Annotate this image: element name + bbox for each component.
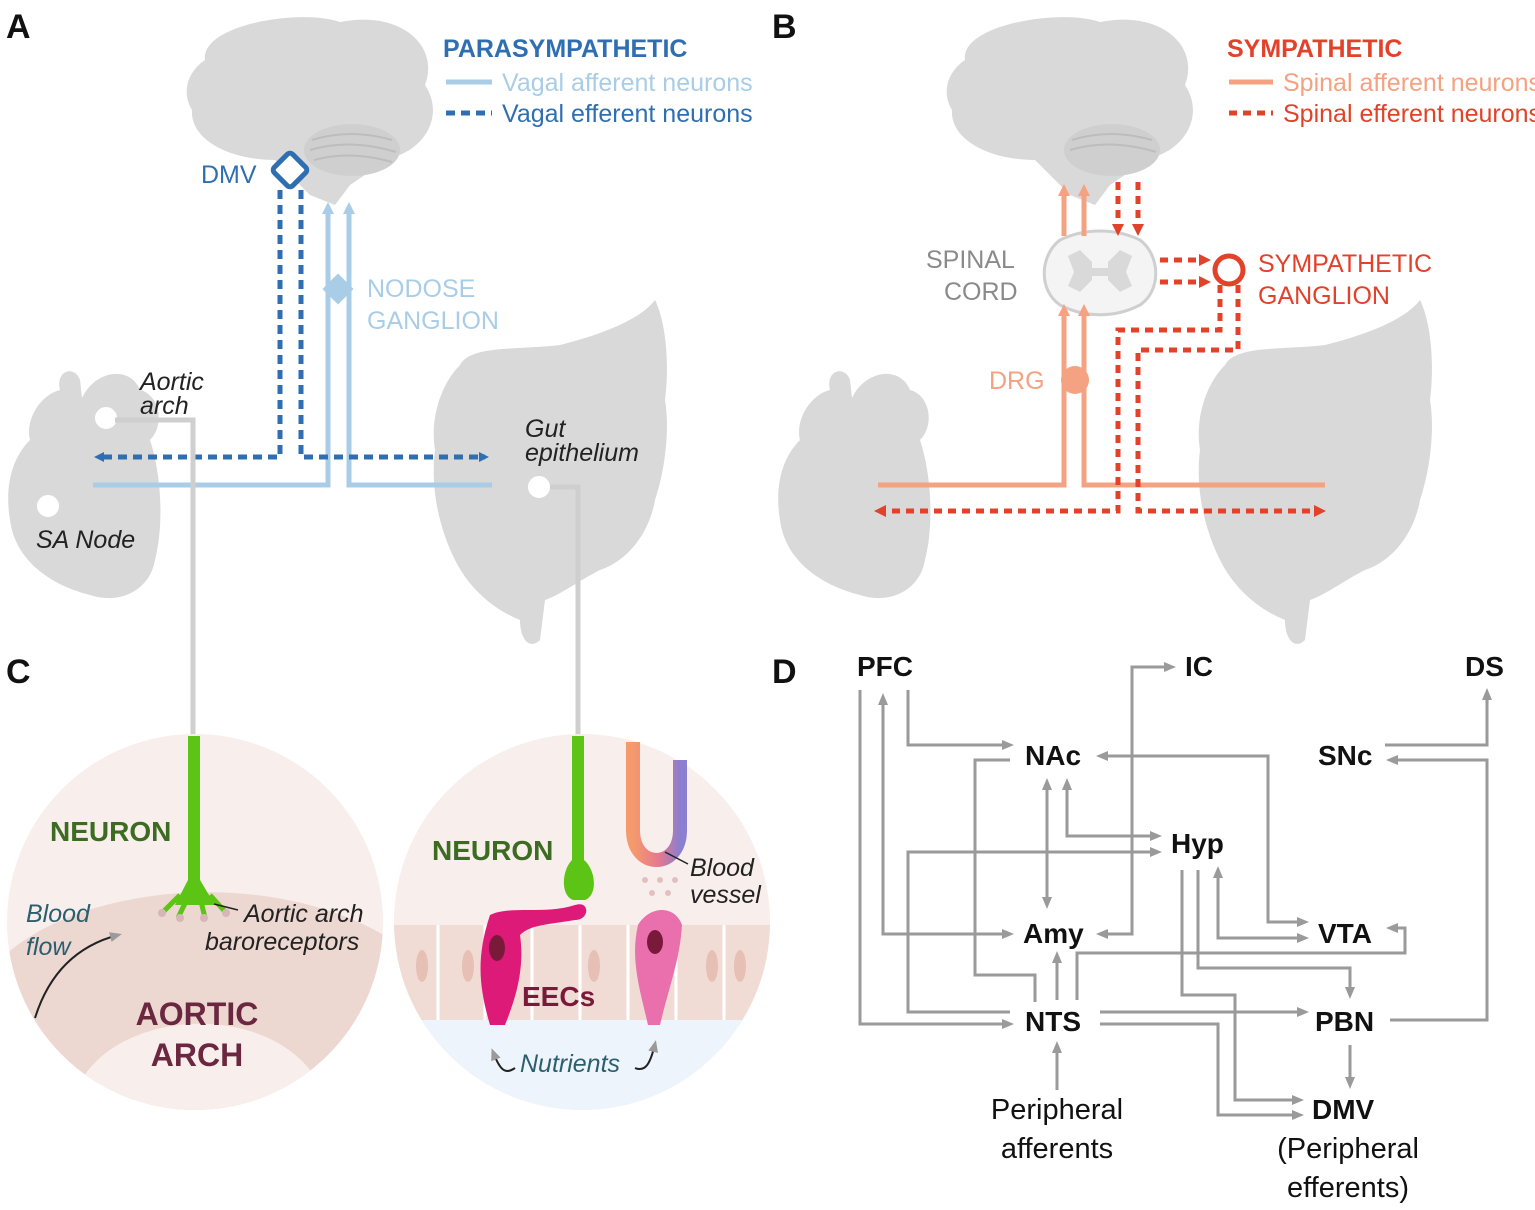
legend-afferent-label-b: Spinal afferent neurons <box>1283 69 1535 97</box>
nodose-label-line1: NODOSE <box>367 275 475 303</box>
sympathetic-ganglion-label-line2: GANGLION <box>1258 282 1390 310</box>
gut-label-line1: Gut <box>525 415 566 443</box>
spinal-cord-label-line2: CORD <box>944 278 1018 306</box>
gut-connector-line <box>550 484 581 736</box>
aortic-arch-label-line2: arch <box>140 392 189 420</box>
gut-illustration-b <box>1198 300 1432 644</box>
node-peripheral-line2: afferents <box>1001 1133 1113 1165</box>
spinal-cord-illustration <box>1042 229 1158 317</box>
blood-vessel-label-line1: Blood <box>690 854 755 882</box>
node-dmv-line2: (Peripheral <box>1277 1133 1419 1165</box>
panel-b-heading: SYMPATHETIC <box>1227 35 1402 63</box>
node-ic: IC <box>1185 651 1213 682</box>
spinal-afferent-paths <box>878 184 1325 488</box>
gut-neuron <box>563 736 594 900</box>
aortic-arch-region-line1: AORTIC <box>136 996 259 1032</box>
baroreceptor-label-line2: baroreceptors <box>205 928 359 956</box>
node-nts: NTS <box>1025 1006 1081 1037</box>
nodose-label-line2: GANGLION <box>367 307 499 335</box>
blood-vessel-label-line2: vessel <box>690 881 762 909</box>
gut-illustration-a <box>433 300 667 644</box>
node-pbn: PBN <box>1315 1006 1374 1037</box>
node-amy: Amy <box>1023 918 1084 949</box>
secreted-particles <box>642 877 678 896</box>
node-dmv-line1: DMV <box>1312 1094 1375 1125</box>
drg-marker <box>1061 366 1089 394</box>
blood-flow-label-line2: flow <box>26 933 72 961</box>
panel-c-letter: C <box>6 653 31 691</box>
panel-c: C NEURON Blood flow Aortic arch barorece… <box>6 653 770 1110</box>
eec-cell-left <box>480 904 587 1025</box>
aortic-arch-region-line2: ARCH <box>151 1037 243 1073</box>
heart-illustration-b <box>778 371 931 599</box>
gut-epithelium-detail: NEURON Blood vessel EECs Nutrients <box>394 734 770 1110</box>
nodose-ganglion-marker <box>322 273 354 305</box>
aortic-arch-detail: NEURON Blood flow Aortic arch barorecept… <box>7 734 383 1110</box>
blood-vessel <box>626 742 687 867</box>
heart-illustration-a <box>8 371 161 599</box>
eecs-label: EECs <box>522 981 595 1012</box>
nutrients-label: Nutrients <box>520 1050 620 1078</box>
panel-d: D <box>772 651 1504 1204</box>
vagal-afferent-paths <box>93 202 492 488</box>
brain-illustration-a <box>186 17 433 206</box>
node-vta: VTA <box>1318 918 1372 949</box>
node-dmv-line3: efferents) <box>1287 1172 1409 1204</box>
dmv-label-a: DMV <box>201 161 257 189</box>
sympathetic-ganglion-marker <box>1212 253 1246 287</box>
panel-a: A <box>6 8 753 736</box>
spinal-efferent-paths <box>874 182 1326 517</box>
brain-illustration-b <box>946 17 1193 206</box>
legend-efferent-label-b: Spinal efferent neurons <box>1283 100 1535 128</box>
blood-flow-label-line1: Blood <box>26 900 91 928</box>
neuron-label-left: NEURON <box>50 816 171 847</box>
node-pfc: PFC <box>857 651 913 682</box>
drg-label: DRG <box>989 367 1045 395</box>
panel-a-letter: A <box>6 8 31 46</box>
baroreceptor-terminals <box>158 893 230 922</box>
node-ds: DS <box>1465 651 1504 682</box>
node-nac: NAc <box>1025 740 1081 771</box>
aortic-arch-label-line1: Aortic <box>138 368 204 396</box>
node-snc: SNc <box>1318 740 1372 771</box>
sa-node-label: SA Node <box>36 526 135 554</box>
panel-a-heading: PARASYMPATHETIC <box>443 35 687 63</box>
aortic-connector-line <box>115 417 196 736</box>
legend-efferent-label-a: Vagal efferent neurons <box>502 100 753 128</box>
node-peripheral-line1: Peripheral <box>991 1094 1123 1126</box>
panel-b-letter: B <box>772 8 797 46</box>
baroreceptor-label-line1: Aortic arch <box>242 900 363 928</box>
panel-d-letter: D <box>772 653 797 691</box>
gut-label-line2: epithelium <box>525 439 639 467</box>
dmv-marker <box>270 150 310 190</box>
panel-b: B <box>772 8 1535 644</box>
circuit-connections <box>858 662 1492 1120</box>
spinal-cord-label-line1: SPINAL <box>926 246 1015 274</box>
node-hyp: Hyp <box>1171 828 1224 859</box>
sympathetic-ganglion-label-line1: SYMPATHETIC <box>1258 250 1432 278</box>
neuron-label-right: NEURON <box>432 835 553 866</box>
aortic-neuron <box>175 736 215 905</box>
legend-afferent-label-a: Vagal afferent neurons <box>502 69 753 97</box>
eec-cell-right <box>635 910 682 1025</box>
